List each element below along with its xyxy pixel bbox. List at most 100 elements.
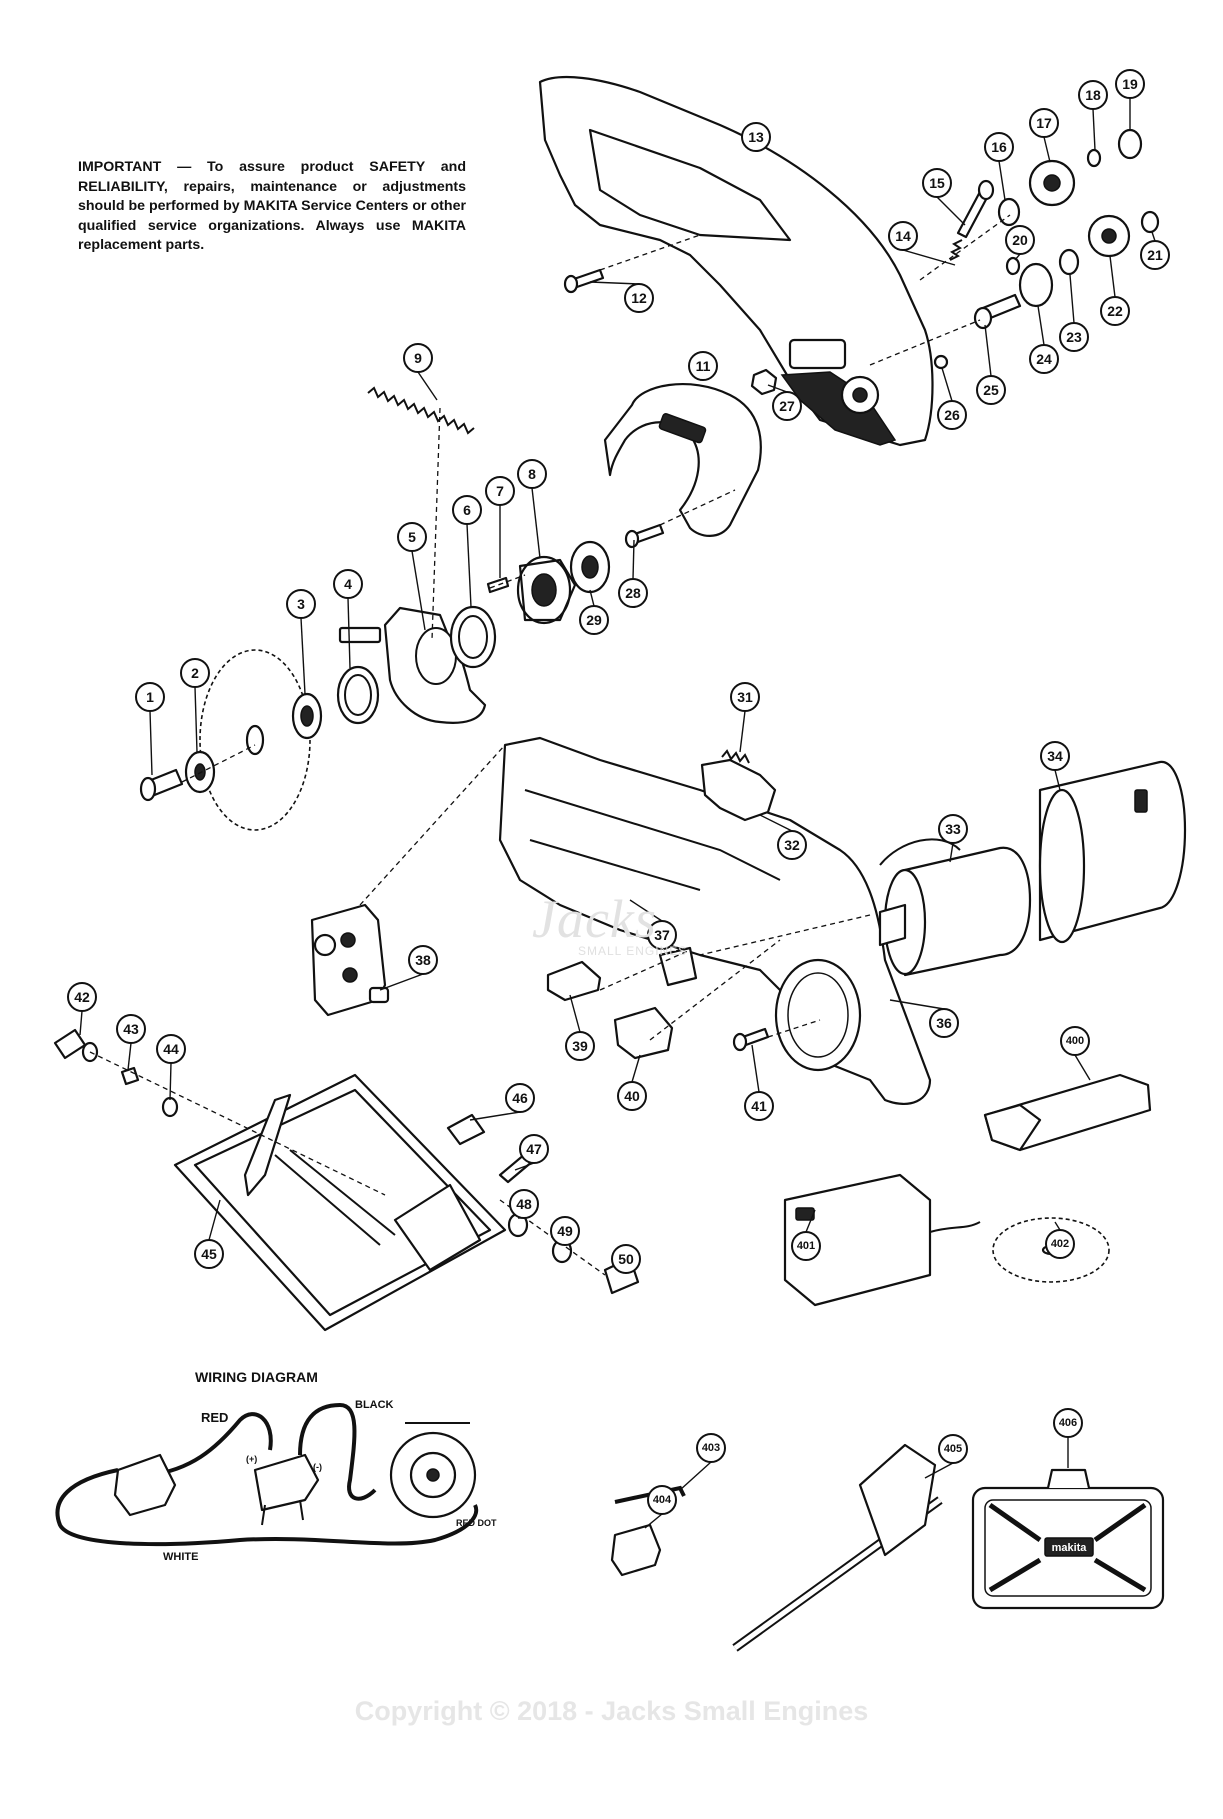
callout-leader-line xyxy=(1043,136,1051,163)
callout-circle xyxy=(791,1231,821,1261)
safety-notice: IMPORTANT — To assure product SAFETY and… xyxy=(78,159,466,253)
callout-circle xyxy=(777,830,807,860)
callout-circle xyxy=(922,168,952,198)
callout-leader-line xyxy=(379,973,424,991)
accessory-parts: makita xyxy=(610,1443,1165,1652)
callout-leader-line xyxy=(1069,274,1075,324)
callout-27: 27 xyxy=(767,384,802,421)
callout-number: 50 xyxy=(618,1251,634,1267)
callout-25: 25 xyxy=(976,324,1006,405)
callout-circle xyxy=(403,343,433,373)
callout-number: 36 xyxy=(936,1015,952,1031)
callout-leader-line xyxy=(149,710,153,776)
blade-guard-part xyxy=(603,383,762,537)
callout-leader-line xyxy=(1037,305,1045,346)
terminal-plate-part xyxy=(310,903,390,1017)
callout-leader-line xyxy=(759,814,793,832)
callout-37: 37 xyxy=(629,899,677,950)
callout-18: 18 xyxy=(1078,80,1108,151)
callout-number: 1 xyxy=(146,689,154,705)
callout-number: 3 xyxy=(297,596,305,612)
motor-housing-part xyxy=(498,736,932,1105)
callout-1: 1 xyxy=(135,682,165,776)
callout-401: 401 xyxy=(791,1209,821,1261)
callout-40: 40 xyxy=(617,1054,647,1111)
callout-number: 46 xyxy=(512,1090,528,1106)
callout-circle xyxy=(180,658,210,688)
callout-circle xyxy=(1078,80,1108,110)
callout-circle xyxy=(156,1034,186,1064)
callout-38: 38 xyxy=(379,945,438,991)
wiring-diagram: WIRING DIAGRAM RED BLACK WHITE RED DOT (… xyxy=(55,1369,497,1563)
callout-number: 44 xyxy=(163,1041,179,1057)
watermark-logo-subtitle: SMALL ENGINES xyxy=(578,944,688,958)
callout-number: 42 xyxy=(74,989,90,1005)
callout-number: 2 xyxy=(191,665,199,681)
callout-number: 15 xyxy=(929,175,945,191)
terminal-minus-label: (-) xyxy=(313,1462,322,1472)
callout-number: 39 xyxy=(572,1038,588,1054)
motor-part xyxy=(878,838,1032,977)
callout-leader-line xyxy=(411,550,426,631)
callout-circle xyxy=(1115,69,1145,99)
callout-leader-line xyxy=(679,1461,712,1491)
callout-4: 4 xyxy=(333,569,363,669)
callout-leader-line xyxy=(902,249,956,266)
callout-8: 8 xyxy=(517,459,547,559)
watermark-logo: Jacks xyxy=(532,889,657,949)
callout-number: 40 xyxy=(624,1088,640,1104)
callout-number: 5 xyxy=(408,529,416,545)
callout-leader-line xyxy=(998,160,1006,201)
callout-16: 16 xyxy=(984,132,1014,201)
callout-circle xyxy=(397,522,427,552)
callout-number: 401 xyxy=(797,1240,815,1252)
callout-leader-line xyxy=(1151,231,1156,242)
callout-leader-line xyxy=(805,1209,816,1233)
callout-46: 46 xyxy=(469,1083,535,1121)
callout-number: 400 xyxy=(1066,1035,1084,1047)
callout-circle xyxy=(618,578,648,608)
wire-label-red-dot: RED DOT xyxy=(456,1518,497,1528)
callout-circle xyxy=(937,400,967,430)
spring-part xyxy=(367,386,475,435)
blade-bolt-part xyxy=(139,750,216,802)
callout-circle xyxy=(1060,1026,1090,1056)
callout-number: 48 xyxy=(516,1196,532,1212)
callout-number: 405 xyxy=(944,1443,962,1455)
callout-number: 14 xyxy=(895,228,911,244)
callout-leader-line xyxy=(194,686,198,753)
callout-leader-line xyxy=(739,710,746,753)
case-brand-label: makita xyxy=(1052,1542,1088,1554)
callout-29: 29 xyxy=(579,589,609,635)
callout-402: 402 xyxy=(1045,1221,1075,1259)
callout-leader-line xyxy=(924,1462,954,1479)
callout-circle xyxy=(730,682,760,712)
saw-blade-part xyxy=(199,649,311,831)
callout-circle xyxy=(116,1014,146,1044)
callout-number: 32 xyxy=(784,837,800,853)
battery-pack-part xyxy=(983,1073,1152,1152)
callout-circle xyxy=(519,1134,549,1164)
callout-leader-line xyxy=(169,1062,172,1101)
callout-leader-line xyxy=(629,899,663,922)
callout-circle xyxy=(938,814,968,844)
callout-number: 31 xyxy=(737,689,753,705)
callout-47: 47 xyxy=(514,1134,549,1171)
callout-48: 48 xyxy=(509,1189,539,1219)
callout-number: 45 xyxy=(201,1246,217,1262)
callout-400: 400 xyxy=(1060,1026,1091,1081)
callout-14: 14 xyxy=(888,221,956,266)
callout-number: 22 xyxy=(1107,303,1123,319)
callout-circle xyxy=(550,1216,580,1246)
callout-2: 2 xyxy=(180,658,210,753)
callout-number: 404 xyxy=(653,1494,672,1506)
callout-44: 44 xyxy=(156,1034,186,1101)
callout-41: 41 xyxy=(744,1044,774,1121)
callout-number: 12 xyxy=(631,290,647,306)
wire-label-red: RED xyxy=(201,1410,228,1425)
callout-leader-line xyxy=(949,842,954,863)
callout-39: 39 xyxy=(565,994,595,1061)
callout-leader-line xyxy=(751,1044,760,1093)
